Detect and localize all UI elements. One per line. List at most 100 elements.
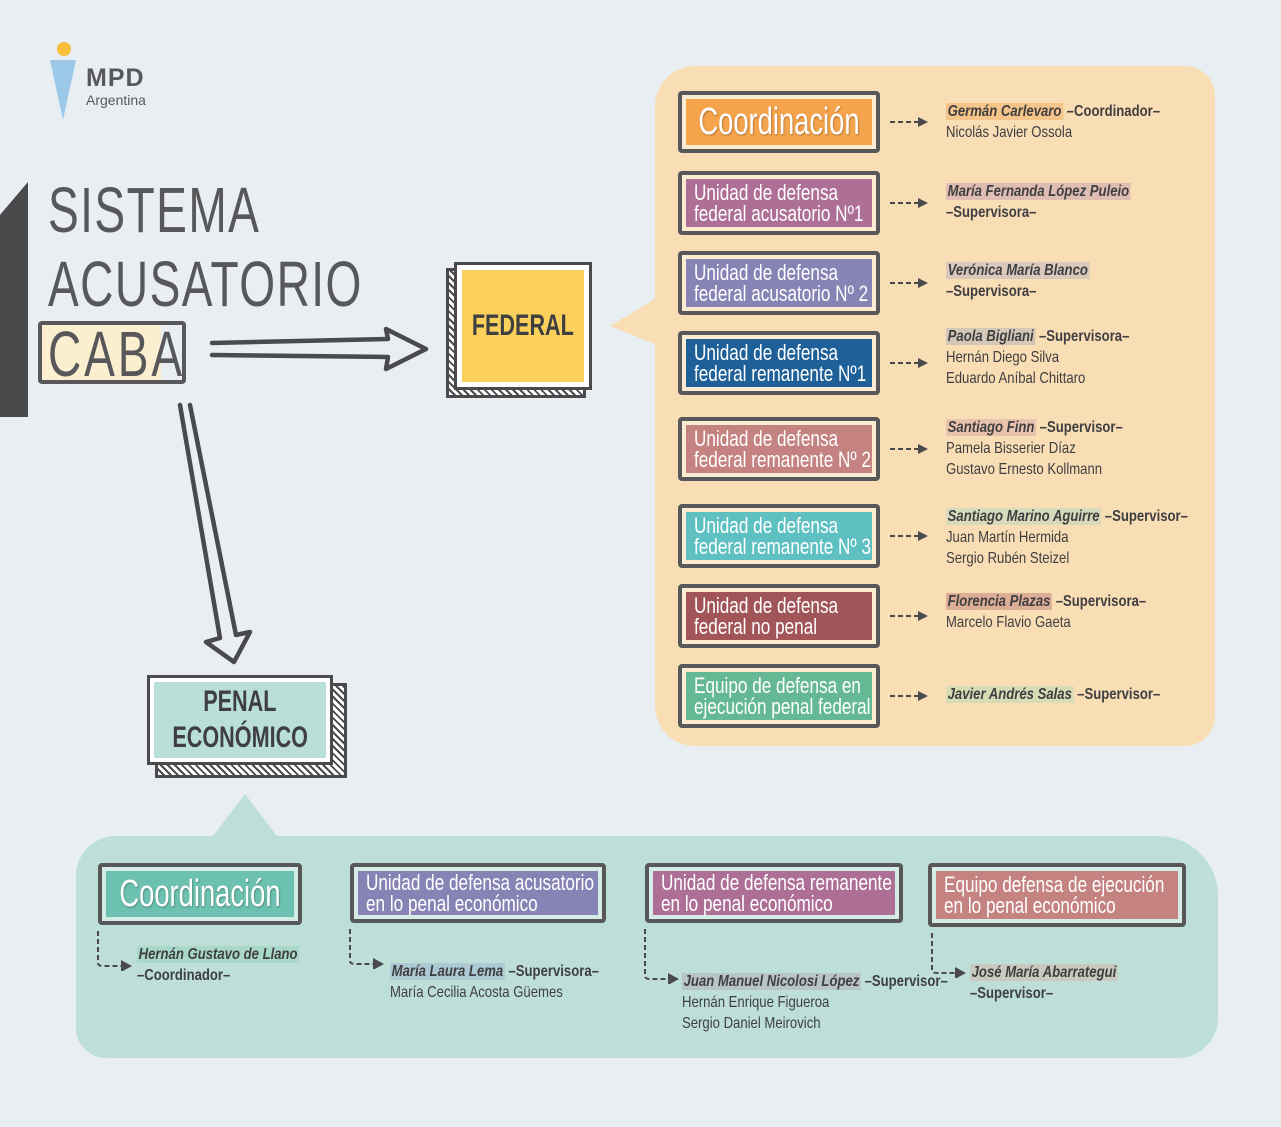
person-line: María Laura Lema –Supervisora– [390, 961, 599, 982]
dashed-arrow-icon [890, 691, 928, 701]
logo-figure-body-icon [50, 60, 76, 120]
person-line: Pamela Bisserier Díaz [946, 438, 1123, 459]
person-line: Verónica María Blanco [946, 260, 1090, 281]
person-line: Juan Martín Hermida [946, 527, 1188, 548]
people-list: Juan Manuel Nicolosi López –Supervisor–H… [682, 971, 1006, 1034]
supervisor-name: María Laura Lema [390, 963, 505, 980]
people-list: Hernán Gustavo de Llano–Coordinador– [137, 944, 335, 986]
unit-label-line: Unidad de defensa [694, 513, 839, 538]
penal-economico-node-front: PENAL ECONÓMICO [147, 675, 333, 765]
people-list: Florencia Plazas –Supervisora–Marcelo Fl… [946, 591, 1190, 633]
unit-label-line: en lo penal económico [944, 893, 1116, 918]
role-label: –Supervisora– [946, 283, 1037, 300]
title-highlight: CABA [48, 318, 186, 390]
supervisor-name: Hernán Gustavo de Llano [137, 946, 300, 963]
mpd-logo: MPD Argentina [48, 42, 168, 122]
unit-box[interactable]: Coordinación [678, 91, 880, 153]
person-line: Santiago Finn –Supervisor– [946, 417, 1123, 438]
person-line: Javier Andrés Salas –Supervisor– [946, 684, 1160, 705]
role-label: –Supervisora– [946, 204, 1037, 221]
member-name: Hernán Enrique Figueroa [682, 994, 830, 1011]
caba-highlight-box [38, 321, 186, 384]
dashed-arrow-icon [890, 531, 928, 541]
unit-label-line: federal acusatorio Nº 2 [694, 281, 869, 306]
arrow-to-federal-icon [209, 326, 429, 372]
people-list: Germán Carlevaro –Coordinador– Nicolás Ja… [946, 101, 1207, 143]
unit-label-line: federal no penal [694, 614, 818, 639]
supervisor-name: Javier Andrés Salas [946, 686, 1074, 703]
unit-label-line: Unidad de defensa [694, 260, 839, 285]
person-line: Santiago Marino Aguirre –Supervisor– [946, 506, 1188, 527]
unit-label-line: Unidad de defensa remanente [661, 870, 892, 895]
member-name: Nicolás Javier Ossola [946, 124, 1073, 141]
supervisor-name: Juan Manuel Nicolosi López [682, 973, 861, 990]
logo-name: MPD [86, 64, 145, 92]
member-name: Gustavo Ernesto Kollmann [946, 461, 1103, 478]
unit-label-line: Equipo de defensa en [694, 673, 861, 698]
penal-economico-label-line-1: PENAL [203, 685, 277, 718]
person-line: María Fernanda López Puleio [946, 181, 1131, 202]
supervisor-name: Germán Carlevaro [946, 103, 1064, 120]
unit-label-line: ejecución penal federal [694, 694, 871, 719]
role-label: –Supervisora– [504, 963, 599, 980]
people-list: María Fernanda López Puleio –Supervisora– [946, 181, 1171, 223]
person-line: Paola Bigliani –Supervisora– [946, 326, 1129, 347]
penal-economico-panel-pointer [210, 794, 280, 840]
unit-label: Coordinación [106, 871, 294, 917]
person-line: –Supervisor– [970, 983, 1118, 1004]
federal-node: FEDERAL [446, 262, 594, 402]
people-list: Santiago Marino Aguirre –Supervisor– Juan… [946, 506, 1241, 569]
supervisor-name: Santiago Finn [946, 419, 1037, 436]
role-label: –Supervisora– [1035, 328, 1130, 345]
dashed-elbow-arrow-icon [349, 929, 384, 969]
unit-box[interactable]: Coordinación [98, 863, 302, 925]
member-name: Hernán Diego Silva [946, 349, 1060, 366]
dashed-arrow-icon [890, 278, 928, 288]
unit-label-line: en lo penal económico [366, 891, 538, 916]
member-name: Sergio Daniel Meirovich [682, 1015, 821, 1032]
dashed-arrow-icon [890, 358, 928, 368]
people-list: María Laura Lema –Supervisora– María Ceci… [390, 961, 645, 1003]
person-line: Hernán Diego Silva [946, 347, 1129, 368]
person-line: María Cecilia Acosta Güemes [390, 982, 599, 1003]
unit-label-line: federal remanente Nº 3 [694, 534, 872, 559]
dashed-arrow-icon [890, 444, 928, 454]
person-line: Sergio Daniel Meirovich [682, 1013, 948, 1034]
member-name: Juan Martín Hermida [946, 529, 1069, 546]
role-label: –Supervisora– [1052, 593, 1147, 610]
dashed-elbow-arrow-icon [931, 933, 966, 978]
person-line: Hernán Gustavo de Llano [137, 944, 300, 965]
unit-label-line: federal remanente Nº 2 [694, 447, 872, 472]
penal-economico-label-line-2: ECONÓMICO [172, 721, 308, 754]
role-label: –Supervisor– [1073, 686, 1161, 703]
person-line: Hernán Enrique Figueroa [682, 992, 948, 1013]
unit-label-line: federal acusatorio Nº1 [694, 201, 864, 226]
role-label: –Supervisor– [970, 985, 1054, 1002]
person-line: Sergio Rubén Steizel [946, 548, 1188, 569]
title-line-1: SISTEMA [48, 174, 261, 246]
arrow-to-penal-economico-icon [177, 402, 253, 665]
member-name: María Cecilia Acosta Güemes [390, 984, 563, 1001]
unit-label-line: en lo penal económico [661, 891, 833, 916]
supervisor-name: Verónica María Blanco [946, 262, 1090, 279]
people-list: Paola Bigliani –Supervisora– Hernán Diego… [946, 326, 1170, 389]
dashed-arrow-icon [890, 198, 928, 208]
penal-economico-node: PENAL ECONÓMICO [147, 675, 347, 780]
role-label: –Coordinador– [1063, 103, 1160, 120]
